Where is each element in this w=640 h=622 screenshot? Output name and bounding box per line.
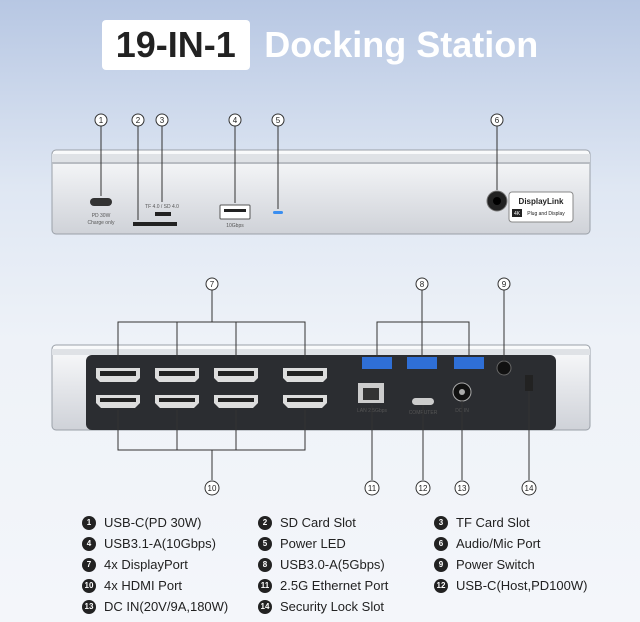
legend-text: Security Lock Slot — [280, 599, 385, 614]
legend-text: TF Card Slot — [456, 515, 530, 530]
brand-badge: 4K — [514, 211, 521, 217]
callout-9-label: 9 — [502, 280, 507, 289]
callout-10 — [204, 480, 220, 496]
title-rest: Docking Station — [264, 24, 539, 65]
usb-a-label: 10Gbps — [226, 223, 244, 229]
legend-item: 9 Power Switch — [434, 557, 535, 572]
callout-11 — [364, 480, 380, 496]
callout-3 — [155, 113, 169, 127]
legend-text: 4x HDMI Port — [104, 578, 183, 593]
rear-usb-1 — [362, 357, 392, 369]
page-title: 19-IN-1 Docking Station — [0, 20, 640, 70]
callout-5-label: 5 — [276, 116, 281, 125]
brand-text: DisplayLink — [519, 197, 564, 206]
rear-panel: LAN 2.5Gbps COMPUTER DC IN — [51, 344, 591, 431]
power-switch — [496, 360, 512, 376]
legend-text: USB3.0-A(5Gbps) — [280, 557, 385, 572]
security-lock-slot — [525, 375, 533, 391]
callout-8-label: 8 — [420, 280, 425, 289]
legend-num: 5 — [258, 536, 272, 551]
rear-callouts — [117, 290, 530, 480]
callout-14 — [521, 480, 537, 496]
title-highlight: 19-IN-1 — [101, 20, 250, 70]
legend-item: 11 2.5G Ethernet Port — [258, 578, 388, 593]
rear-usb-group — [362, 357, 484, 369]
displaylink-badge — [508, 191, 574, 223]
legend-item: 13 DC IN(20V/9A,180W) — [82, 599, 228, 614]
legend-text: Power LED — [280, 536, 346, 551]
callout-2-label: 2 — [136, 116, 141, 125]
callout-8 — [415, 277, 429, 291]
legend-item: 14 Security Lock Slot — [258, 599, 384, 614]
rear-usb-3 — [454, 357, 484, 369]
legend-num: 1 — [82, 515, 96, 530]
callout-6-label: 6 — [495, 116, 500, 125]
callout-12 — [415, 480, 431, 496]
front-callouts — [100, 126, 498, 220]
legend-item: 8 USB3.0-A(5Gbps) — [258, 557, 385, 572]
legend-num: 7 — [82, 557, 96, 572]
legend-item: 5 Power LED — [258, 536, 346, 551]
legend-num: 4 — [82, 536, 96, 551]
tf-card-slot — [155, 212, 171, 216]
callout-13-label: 13 — [458, 484, 467, 493]
callout-9 — [497, 277, 511, 291]
legend-num: 6 — [434, 536, 448, 551]
legend-item: 1 USB-C(PD 30W) — [82, 515, 202, 530]
usb-c-label: PD 30W — [92, 213, 111, 219]
callout-2 — [131, 113, 145, 127]
legend-num: 10 — [82, 578, 96, 593]
host-usb-c-port — [412, 398, 434, 405]
rear-usb-2 — [407, 357, 437, 369]
sd-card-slot — [133, 222, 177, 226]
legend-num: 13 — [82, 599, 96, 614]
legend-text: DC IN(20V/9A,180W) — [104, 599, 229, 614]
card-slot-label: TF 4.0 / SD 4.0 — [145, 204, 179, 210]
legend-num: 8 — [258, 557, 272, 572]
legend-text: 4x DisplayPort — [104, 557, 188, 572]
legend-num: 2 — [258, 515, 272, 530]
legend-item: 12 USB-C(Host,PD100W) — [434, 578, 587, 593]
callout-14-label: 14 — [525, 484, 534, 493]
legend-text: USB-C(PD 30W) — [104, 515, 202, 530]
callout-12-label: 12 — [419, 484, 428, 493]
legend-item: 10 4x HDMI Port — [82, 578, 182, 593]
callout-6 — [490, 113, 504, 127]
callout-3-label: 3 — [160, 116, 165, 125]
legend-num: 9 — [434, 557, 448, 572]
callout-7 — [205, 277, 219, 291]
callout-5 — [271, 113, 285, 127]
callout-7-label: 7 — [210, 280, 215, 289]
legend-text: 2.5G Ethernet Port — [280, 578, 389, 593]
legend-text: USB3.1-A(10Gbps) — [104, 536, 216, 551]
legend-num: 3 — [434, 515, 448, 530]
legend-item: 7 4x DisplayPort — [82, 557, 188, 572]
legend-num: 11 — [258, 578, 272, 593]
callout-1 — [94, 113, 108, 127]
usb-c-sublabel: Charge only — [88, 220, 115, 226]
legend-text: SD Card Slot — [280, 515, 356, 530]
usb-c-port — [90, 198, 112, 206]
legend-text: USB-C(Host,PD100W) — [456, 578, 588, 593]
callout-11-label: 11 — [368, 484, 377, 493]
callout-1-label: 1 — [99, 116, 104, 125]
callout-4-label: 4 — [233, 116, 238, 125]
legend-num: 12 — [434, 578, 448, 593]
power-led — [273, 211, 283, 214]
callout-13 — [454, 480, 470, 496]
product-illustration: PD 30W Charge only TF 4.0 / SD 4.0 10Gbp… — [51, 113, 591, 496]
legend-text: Audio/Mic Port — [456, 536, 541, 551]
callout-10-label: 10 — [208, 484, 217, 493]
callout-4 — [228, 113, 242, 127]
front-panel: PD 30W Charge only TF 4.0 / SD 4.0 10Gbp… — [51, 149, 591, 235]
legend-item: 4 USB3.1-A(10Gbps) — [82, 536, 216, 551]
legend-text: Power Switch — [456, 557, 535, 572]
legend-item: 6 Audio/Mic Port — [434, 536, 541, 551]
brand-badge-text: Plug and Display — [527, 211, 565, 217]
legend-item: 3 TF Card Slot — [434, 515, 530, 530]
legend-num: 14 — [258, 599, 272, 614]
legend-item: 2 SD Card Slot — [258, 515, 356, 530]
